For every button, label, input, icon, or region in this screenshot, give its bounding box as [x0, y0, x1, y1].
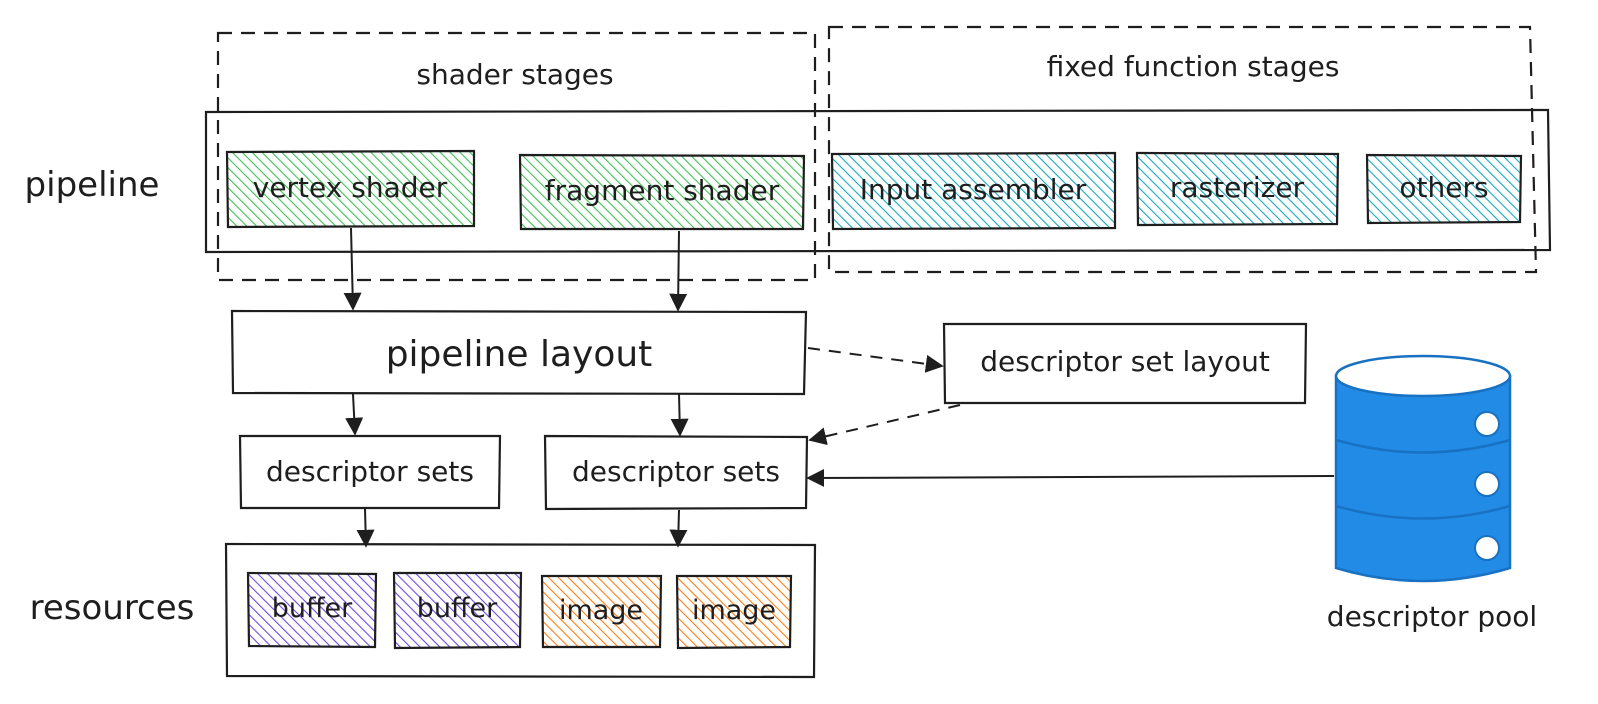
- arrow-layout-to-descsets-right: [670, 393, 689, 437]
- arrow-layout-to-descsets-left: [345, 393, 364, 436]
- descriptor-sets-left-box[interactable]: descriptor sets: [238, 434, 502, 510]
- descriptor-sets-left-label: descriptor sets: [266, 455, 474, 488]
- fragment-shader-stage[interactable]: fragment shader: [518, 153, 806, 231]
- vertex-shader-stage[interactable]: vertex shader: [225, 149, 476, 229]
- shader-stages-group: shader stages: [216, 31, 817, 282]
- image-resource-1[interactable]: image: [540, 574, 663, 649]
- fixed-function-stages-title: fixed function stages: [1047, 50, 1340, 83]
- rasterizer-stage[interactable]: rasterizer: [1135, 151, 1340, 227]
- shader-stages-title: shader stages: [416, 58, 613, 91]
- input-assembler-stage[interactable]: Input assembler: [830, 151, 1117, 231]
- descriptor-sets-right-label: descriptor sets: [572, 455, 780, 488]
- buffer-resource-2[interactable]: buffer: [392, 571, 523, 650]
- resources-side-label: resources: [30, 588, 195, 628]
- pipeline-container: [204, 108, 1552, 254]
- arrow-pool-to-descsets: [806, 468, 1335, 487]
- fragment-shader-label: fragment shader: [545, 174, 780, 207]
- input-assembler-label: Input assembler: [860, 173, 1087, 206]
- arrow-vertex-to-layout: [343, 227, 362, 311]
- pipeline-side-label: pipeline: [25, 165, 160, 205]
- vertex-shader-label: vertex shader: [253, 171, 448, 204]
- buffer-2-label: buffer: [417, 593, 498, 624]
- image-1-label: image: [559, 595, 643, 626]
- fixed-function-stages-group: fixed function stages: [827, 25, 1538, 274]
- database-icon[interactable]: [1334, 354, 1512, 583]
- arrow-descsets-left-to-buffer: [356, 508, 375, 548]
- others-stage[interactable]: others: [1365, 153, 1523, 225]
- arrow-setlayout-to-descsets: [808, 404, 961, 446]
- arrow-fragment-to-layout: [669, 230, 688, 312]
- pipeline-layout-label: pipeline layout: [386, 334, 653, 375]
- image-resource-2[interactable]: image: [675, 574, 793, 650]
- buffer-resource-1[interactable]: buffer: [246, 571, 378, 649]
- descriptor-sets-right-box[interactable]: descriptor sets: [543, 434, 809, 511]
- arrow-layout-to-setlayout: [807, 347, 944, 373]
- descriptor-pool-label: descriptor pool: [1327, 600, 1537, 633]
- rasterizer-label: rasterizer: [1170, 171, 1305, 204]
- connectors: [343, 227, 1335, 548]
- buffer-1-label: buffer: [272, 593, 353, 624]
- image-2-label: image: [692, 595, 776, 626]
- resources-container: [224, 542, 817, 679]
- descriptor-set-layout-label: descriptor set layout: [980, 345, 1270, 378]
- others-label: others: [1399, 171, 1488, 204]
- descriptor-set-layout-box[interactable]: descriptor set layout: [942, 322, 1308, 405]
- pipeline-layout-box[interactable]: pipeline layout: [230, 309, 808, 396]
- arrow-descsets-right-to-image: [669, 509, 688, 548]
